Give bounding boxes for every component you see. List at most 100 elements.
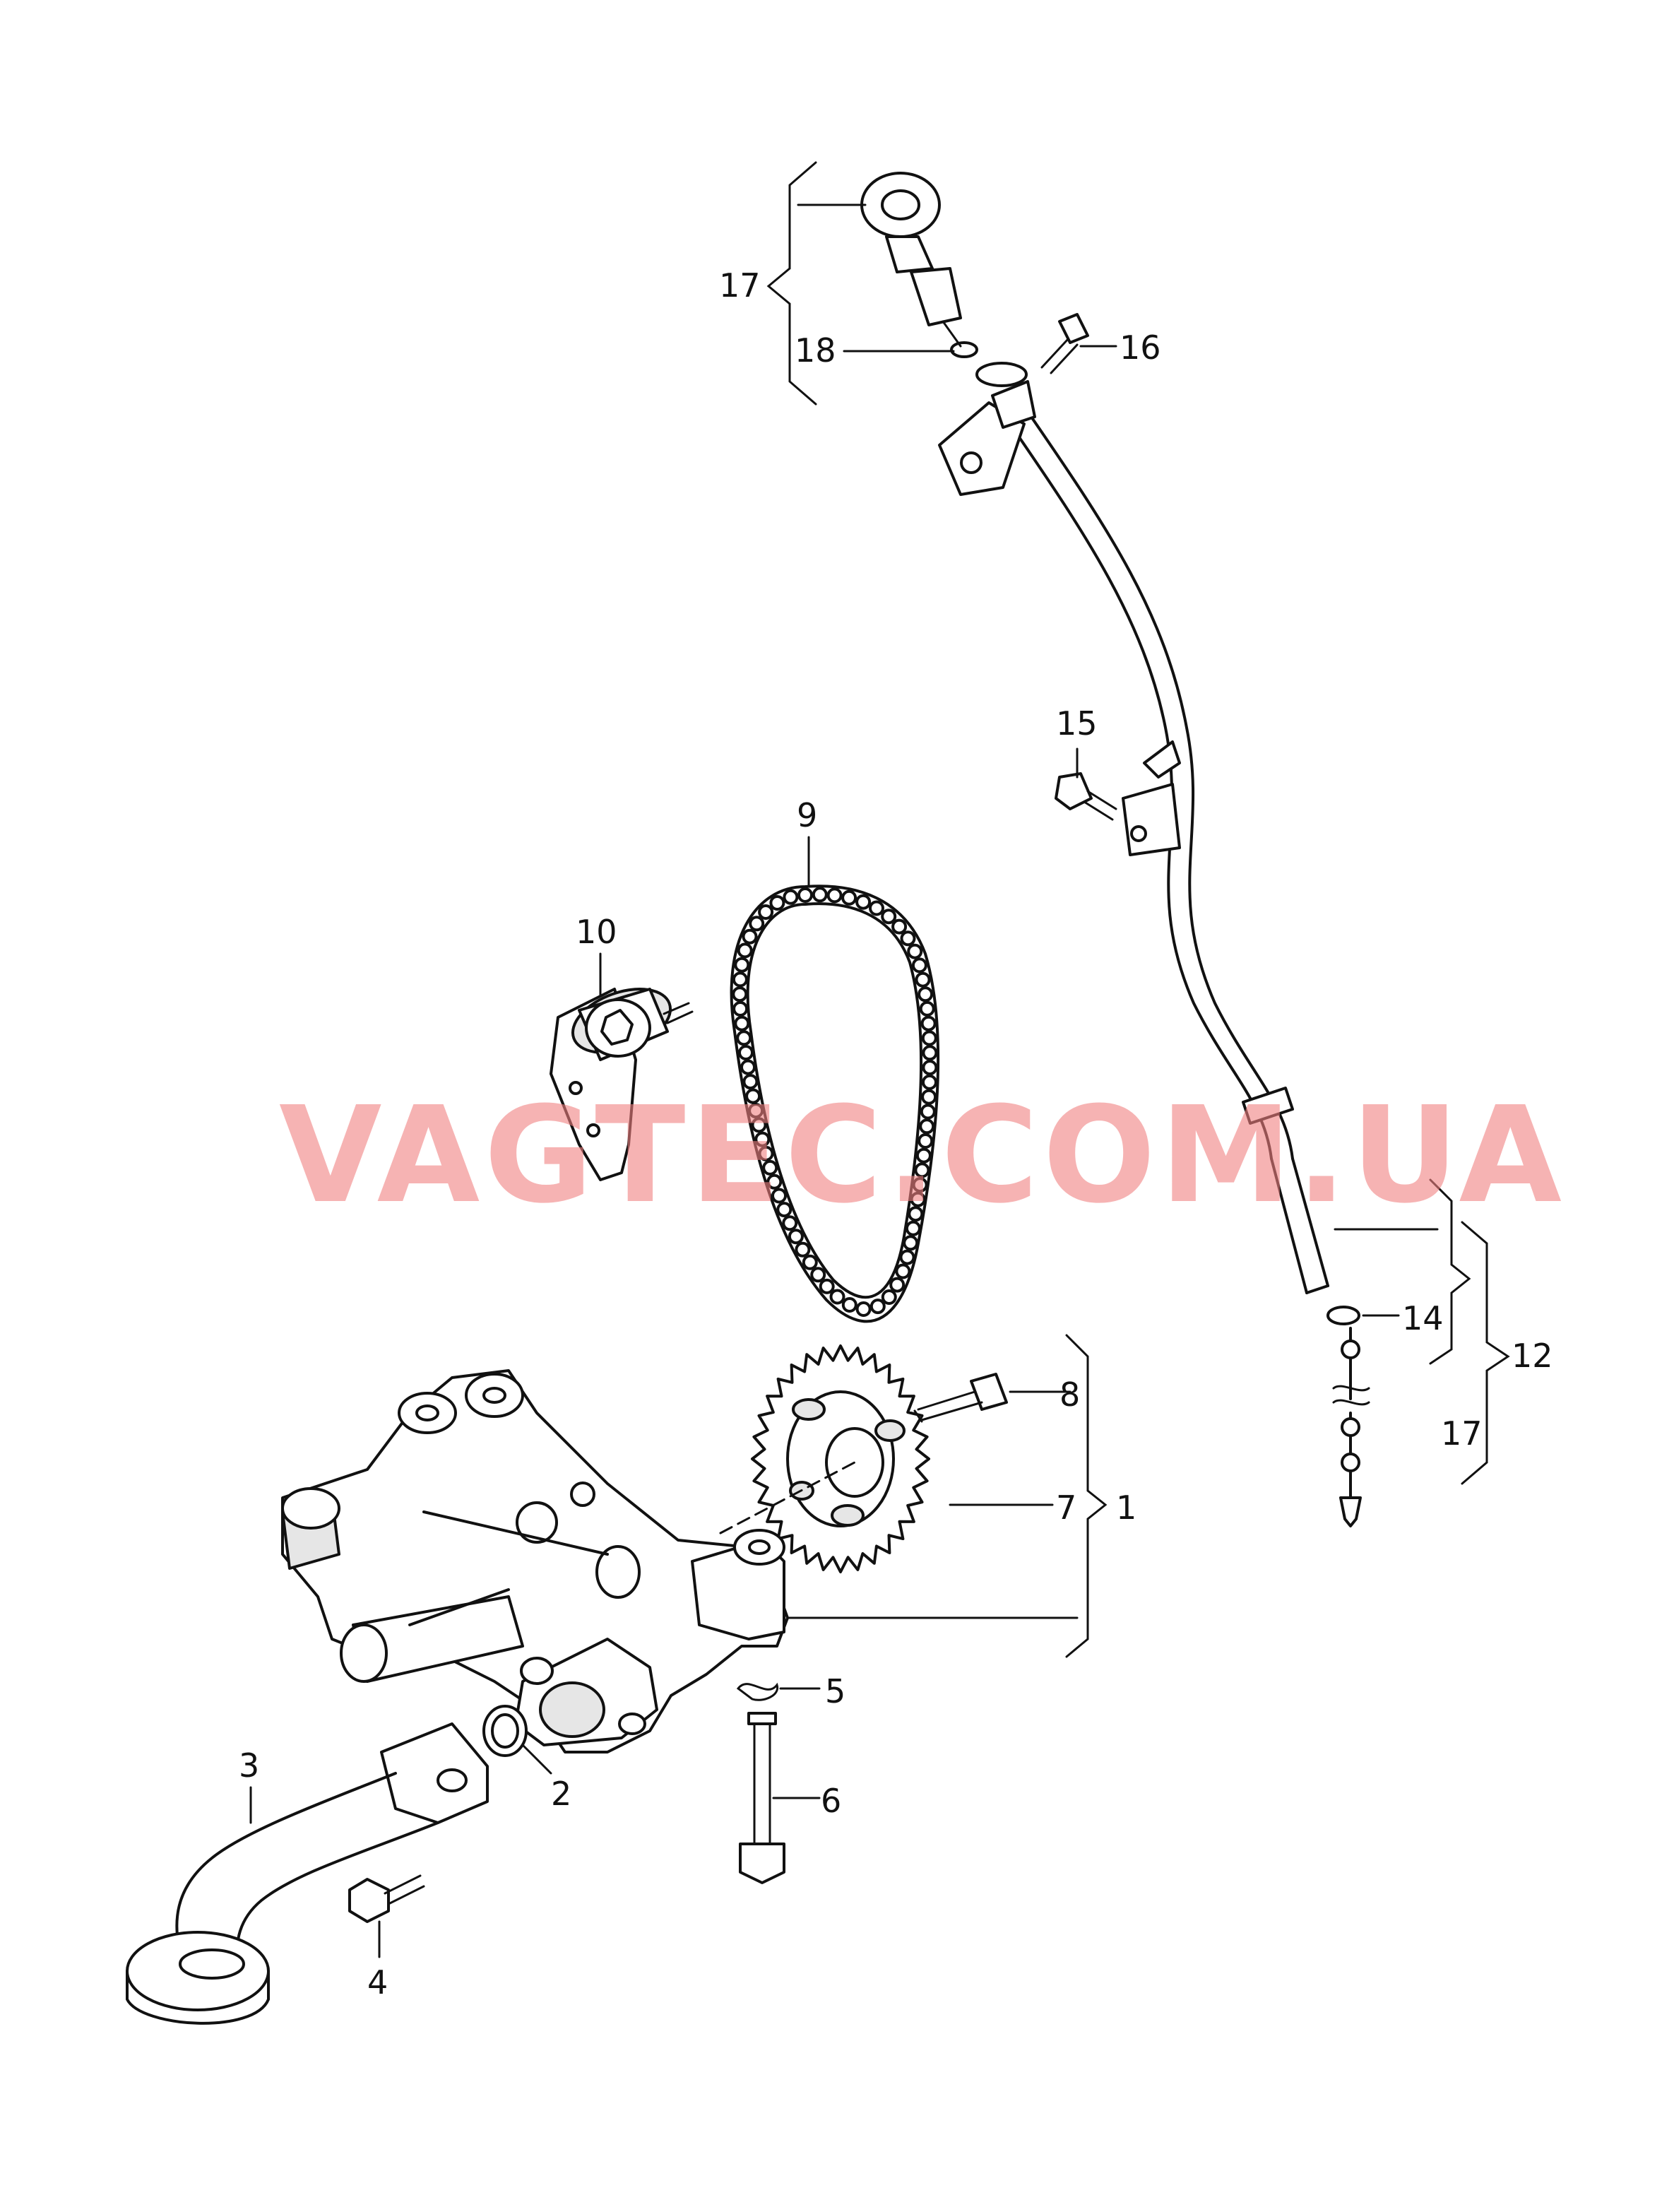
chain-link [748, 1103, 764, 1119]
callout-labels: 1 2 3 4 5 6 7 8 9 10 12 14 15 16 17 17 1… [239, 266, 1553, 2001]
chain-link [855, 1301, 872, 1317]
chain-link [829, 1289, 845, 1305]
chain-tensioner [550, 988, 694, 1181]
chain-link [907, 943, 923, 959]
chain-link [895, 1263, 911, 1279]
callout-10: 10 [576, 913, 617, 951]
chain-link [776, 1202, 793, 1218]
chain-link [920, 1104, 936, 1120]
chain-link [745, 1088, 761, 1104]
chain-link [742, 928, 758, 945]
chain-link [742, 1074, 759, 1090]
chain-link [900, 930, 916, 947]
callout-6: 6 [821, 1782, 841, 1820]
chain-link [738, 1045, 754, 1060]
chain-link [812, 887, 828, 903]
callout-1: 1 [1116, 1489, 1136, 1527]
callout-9: 9 [797, 796, 817, 834]
chain-link [749, 916, 765, 932]
chain-link [758, 1145, 774, 1161]
chain-link [758, 904, 774, 920]
chain-link [919, 1000, 935, 1017]
callout-4: 4 [367, 1963, 388, 2001]
bolt-15 [1055, 772, 1117, 821]
chain-link [734, 957, 750, 973]
callout-8: 8 [1059, 1376, 1080, 1414]
chain-link [922, 1074, 937, 1090]
callout-15: 15 [1056, 704, 1098, 743]
callout-12: 12 [1512, 1337, 1553, 1375]
chain-link [732, 971, 748, 988]
dipstick-guide-tube [938, 362, 1329, 1294]
chain-link [905, 1220, 921, 1236]
o-ring-2 [482, 1705, 528, 1757]
chain-link [881, 1289, 897, 1305]
chain-link [914, 1162, 930, 1178]
chain-link [903, 1235, 919, 1251]
chain-link [783, 889, 799, 905]
dipstick [860, 172, 1370, 1527]
chain-link [732, 1001, 749, 1017]
chain-link [751, 1117, 767, 1133]
chain-link [762, 1159, 778, 1176]
oil-pump-housing [281, 1369, 856, 1753]
bolt-8 [913, 1373, 1008, 1423]
watermark: VAGTEC.COM.UA [279, 1078, 1566, 1233]
chain-links [732, 887, 938, 1317]
chain-link [881, 909, 897, 925]
chain-link [754, 1131, 771, 1147]
chain-link [737, 942, 753, 959]
chain-link [915, 971, 931, 988]
chain-link [732, 986, 748, 1003]
callout-7: 7 [1056, 1489, 1076, 1527]
callout-2: 2 [551, 1775, 571, 1813]
callout-5: 5 [825, 1672, 845, 1710]
chain-link [819, 1278, 835, 1294]
callout-16: 16 [1120, 329, 1161, 367]
oil-suction-pipe [126, 1722, 489, 2025]
chain-link [912, 1177, 928, 1193]
chain-link [922, 1060, 938, 1076]
chain-link [810, 1267, 826, 1283]
chain-link [736, 1030, 752, 1046]
bolt-4 [348, 1874, 425, 1923]
chain-link [899, 1249, 915, 1265]
chain-link [788, 1229, 804, 1245]
chain-link [766, 1173, 783, 1190]
chain-link [921, 1089, 937, 1105]
chain-link [908, 1206, 924, 1222]
callout-3: 3 [239, 1746, 259, 1785]
chain-link [734, 1015, 750, 1031]
chain-link [915, 1147, 932, 1164]
chain-link [841, 889, 857, 906]
bolt-6 [739, 1712, 785, 1884]
chain-link [922, 1045, 938, 1061]
callout-leaders [249, 161, 1510, 1958]
chain-link [782, 1215, 798, 1231]
chain-link [841, 1297, 857, 1313]
washer-5 [736, 1682, 779, 1701]
chain-link [911, 957, 927, 974]
chain-link [802, 1254, 818, 1270]
chain-link [889, 1277, 906, 1293]
chain-link [855, 894, 872, 910]
chain-link [910, 1191, 926, 1207]
chain-link [869, 1299, 886, 1315]
chain-link [891, 918, 908, 935]
chain-link [920, 1015, 937, 1031]
chain-link [771, 1188, 787, 1204]
chain-link [918, 986, 934, 1003]
chain-link [740, 1059, 756, 1075]
callout-14: 14 [1402, 1299, 1444, 1337]
chain-link [921, 1030, 937, 1046]
bolt-16 [1040, 313, 1089, 374]
chain-link [795, 1241, 811, 1258]
callout-18: 18 [795, 331, 836, 369]
chain-link [919, 1118, 935, 1135]
chain-link [797, 887, 813, 903]
chain-link [869, 900, 884, 916]
timing-chain [730, 885, 940, 1323]
chain-link [918, 1133, 934, 1149]
chain-link [826, 887, 843, 904]
